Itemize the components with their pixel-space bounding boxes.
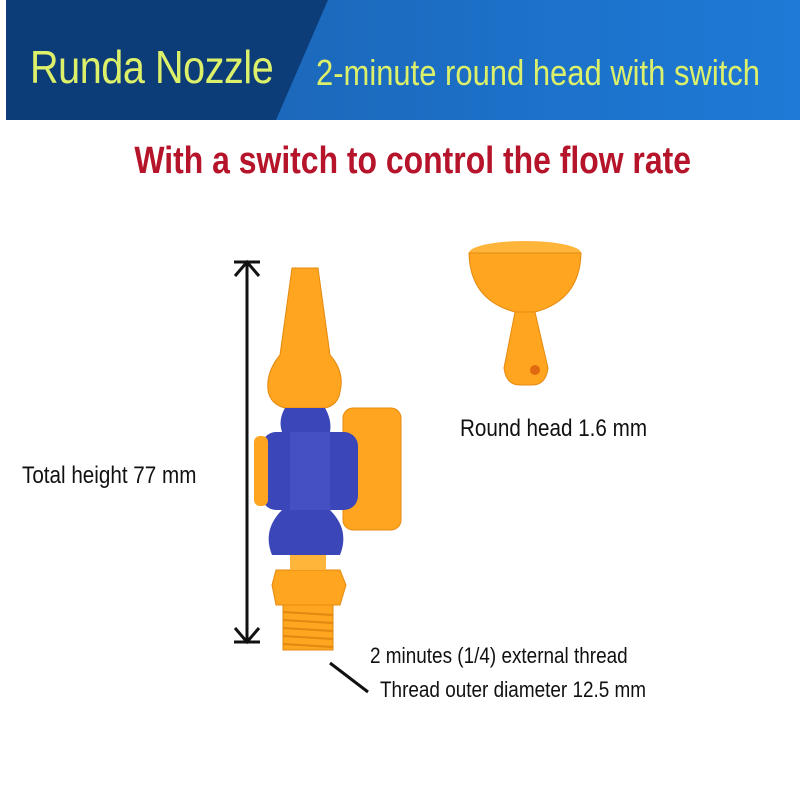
- thread-pointer-line: [329, 661, 369, 694]
- total-height-label: Total height 77 mm: [22, 462, 197, 489]
- round-head-closeup: [468, 241, 582, 386]
- round-head-label: Round head 1.6 mm: [460, 415, 648, 442]
- thread-type-label: 2 minutes (1/4) external thread: [370, 643, 628, 668]
- height-dimension-arrow: [233, 259, 261, 645]
- header-banner: Runda Nozzle 2-minute round head with sw…: [6, 0, 800, 120]
- feature-subtitle: With a switch to control the flow rate: [134, 140, 691, 182]
- nozzle-tip: [267, 267, 342, 409]
- blue-collar-lower: [268, 510, 344, 555]
- blue-collar-upper: [280, 408, 331, 432]
- brand-title: Runda Nozzle: [30, 41, 274, 93]
- hex-nut: [271, 569, 347, 606]
- banner-background: [6, 0, 800, 120]
- nozzle-assembly: [254, 267, 402, 651]
- thread-diameter-label: Thread outer diameter 12.5 mm: [380, 677, 647, 702]
- product-tagline: 2-minute round head with switch: [316, 52, 761, 93]
